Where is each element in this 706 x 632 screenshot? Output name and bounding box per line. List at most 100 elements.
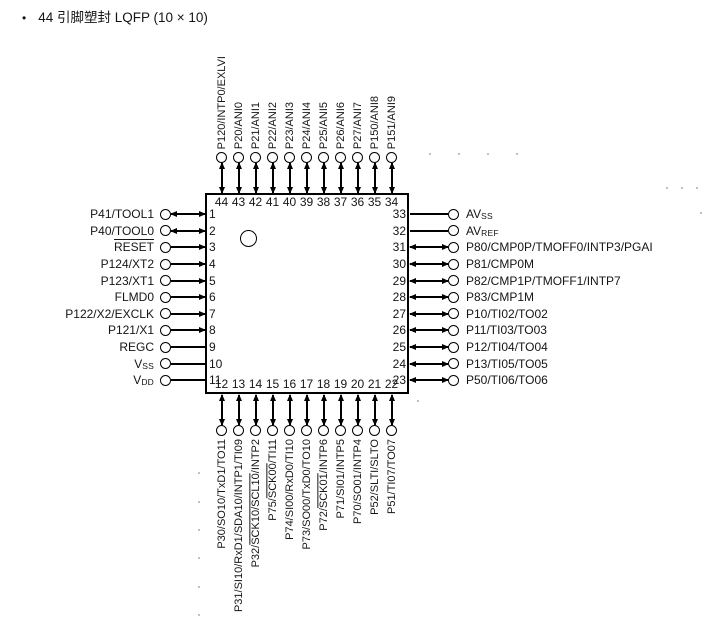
pin-number: 7 (209, 306, 216, 321)
pin: RESET (0, 239, 205, 256)
pin-label: P26/ANI6 (334, 101, 347, 149)
pin-pad-icon (284, 425, 295, 436)
pin-label: P123/XT1 (100, 273, 154, 288)
pin: P120/INTP0/EXLVI (213, 40, 230, 193)
pin-pad-icon (448, 308, 459, 320)
pin-number: 2 (209, 223, 216, 238)
left-pin-bank: P41/TOOL1 P40/TOOL0 RESET P124/XT2 (0, 206, 205, 389)
pin-pad-icon (160, 324, 171, 336)
bottom-pin-bank: P30/SO10/TxD1/TO11 P31/SI10/RxD1/SDA10/I… (213, 395, 400, 612)
pin-pad-icon (160, 241, 171, 253)
pin-pad-icon (267, 425, 278, 436)
pin: P75/SCK00/TI11 (264, 395, 281, 612)
pin-number: 42 (248, 195, 263, 209)
pin: P74/SI00/RxD0/TI10 (281, 395, 298, 612)
pin-pad-icon (160, 291, 171, 303)
pin: P82/CMP1P/TMOFF1/INTP7 (410, 272, 653, 289)
pin-number: 28 (392, 290, 406, 305)
pin-label: P75/SCK00/TI11 (266, 439, 279, 521)
pin-wire-arrow (410, 362, 448, 365)
pin-number: 18 (316, 377, 331, 391)
pin-wire-arrow (410, 229, 448, 232)
pin: P51/TI07/TO07 (383, 395, 400, 612)
top-pin-bank: P120/INTP0/EXLVI P20/ANI0 P21/ANI1 P22/A… (213, 40, 400, 193)
pin: AVSS (410, 206, 653, 223)
pin-pad-icon (448, 225, 459, 237)
pin-wire-arrow (339, 163, 342, 193)
pin-label: P51/TI07/TO07 (385, 439, 398, 515)
pin: P21/ANI1 (247, 40, 264, 193)
pin-label: AVSS (466, 207, 493, 222)
pin-wire-arrow (171, 263, 205, 266)
pin-pad-icon (160, 275, 171, 287)
pin-pad-icon (160, 358, 171, 370)
pin-wire-arrow (410, 312, 448, 315)
pin-number: 5 (209, 273, 216, 288)
pin-label: VDD (133, 373, 154, 388)
figure-title-row: • 44 引脚塑封 LQFP (10 × 10) (22, 6, 208, 26)
pin-number: 6 (209, 290, 216, 305)
pin-number: 16 (282, 377, 297, 391)
pin-pad-icon (160, 374, 171, 386)
pin-pad-icon (448, 341, 459, 353)
pin-wire-arrow (410, 296, 448, 299)
pin-number: 43 (231, 195, 246, 209)
pin-number: 29 (392, 273, 406, 288)
chip-body (205, 193, 409, 394)
pin: P83/CMP1M (410, 289, 653, 306)
pin-number: 41 (265, 195, 280, 209)
pin-wire-arrow (171, 229, 205, 232)
pin: P50/TI06/TO06 (410, 372, 653, 389)
pin-wire-arrow (254, 395, 257, 425)
pin-wire-arrow (171, 279, 205, 282)
pin-number: 17 (299, 377, 314, 391)
pin-label: P23/ANI3 (283, 101, 296, 149)
pin-wire-arrow (288, 395, 291, 425)
pin-pad-icon (160, 308, 171, 320)
pin: P20/ANI0 (230, 40, 247, 193)
pin-number: 38 (316, 195, 331, 209)
pin-label: P74/SI00/RxD0/TI10 (283, 439, 296, 540)
pin-number: 19 (333, 377, 348, 391)
pin-number: 14 (248, 377, 263, 391)
pin-wire-arrow (271, 163, 274, 193)
pin: P12/TI04/TO04 (410, 339, 653, 356)
pin-wire-arrow (271, 395, 274, 425)
pin-number: 4 (209, 257, 216, 272)
pin-wire-arrow (171, 213, 205, 216)
bullet-icon: • (22, 11, 27, 25)
pin-label: P72/SCK01/INTP6 (317, 439, 330, 531)
pin-number: 13 (231, 377, 246, 391)
pin-wire-arrow (373, 395, 376, 425)
pin-number: 24 (392, 356, 406, 371)
pin-wire-arrow (171, 312, 205, 315)
pin: P22/ANI2 (264, 40, 281, 193)
pin-wire-arrow (390, 395, 393, 425)
pin-label: P10/TI02/TO02 (466, 306, 548, 321)
pin-number: 32 (392, 223, 406, 238)
pin-wire-arrow (288, 163, 291, 193)
pin-label: P24/ANI4 (300, 101, 313, 149)
pin-pad-icon (448, 241, 459, 253)
pin-label: P73/SO00/TxD0/TO10 (300, 439, 313, 550)
pin-label: P83/CMP1M (466, 290, 535, 305)
pin: P13/TI05/TO05 (410, 355, 653, 372)
pin-label: P21/ANI1 (249, 101, 262, 149)
right-pin-bank: AVSS AVREF P80/CMP0P/TMOFF0/INTP3/PGAI P… (410, 206, 653, 389)
pin-wire-arrow (410, 263, 448, 266)
pin-number: 10 (209, 356, 223, 371)
pin: AVREF (410, 223, 653, 240)
pin-wire-arrow (322, 395, 325, 425)
pin-pad-icon (448, 258, 459, 270)
pin-number: 9 (209, 340, 216, 355)
pin-label: P122/X2/EXCLK (65, 306, 154, 321)
pin-number: 44 (214, 195, 229, 209)
pin: P122/X2/EXCLK (0, 306, 205, 323)
pin-label: P120/INTP0/EXLVI (215, 55, 228, 149)
pin: FLMD0 (0, 289, 205, 306)
pin-pad-icon (233, 425, 244, 436)
pin-wire-arrow (322, 163, 325, 193)
